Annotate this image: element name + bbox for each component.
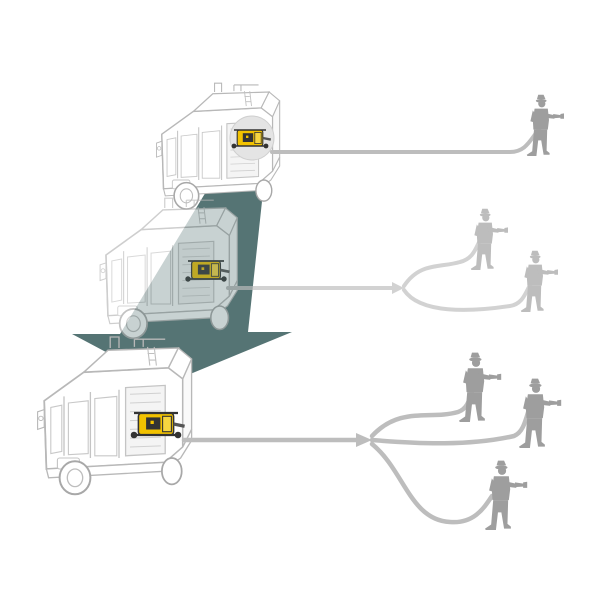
firefighter-icon [470, 208, 508, 270]
firefighter-icon [519, 378, 562, 448]
stage-2-group [99, 197, 558, 340]
stage-3-group [36, 336, 562, 530]
portable-pump-icon [229, 115, 275, 161]
firefighter-icon [526, 94, 564, 156]
firefighter-icon [520, 250, 558, 312]
firefighter-icon [459, 352, 502, 422]
stage-1-group [155, 82, 564, 210]
hose-line [270, 126, 542, 154]
